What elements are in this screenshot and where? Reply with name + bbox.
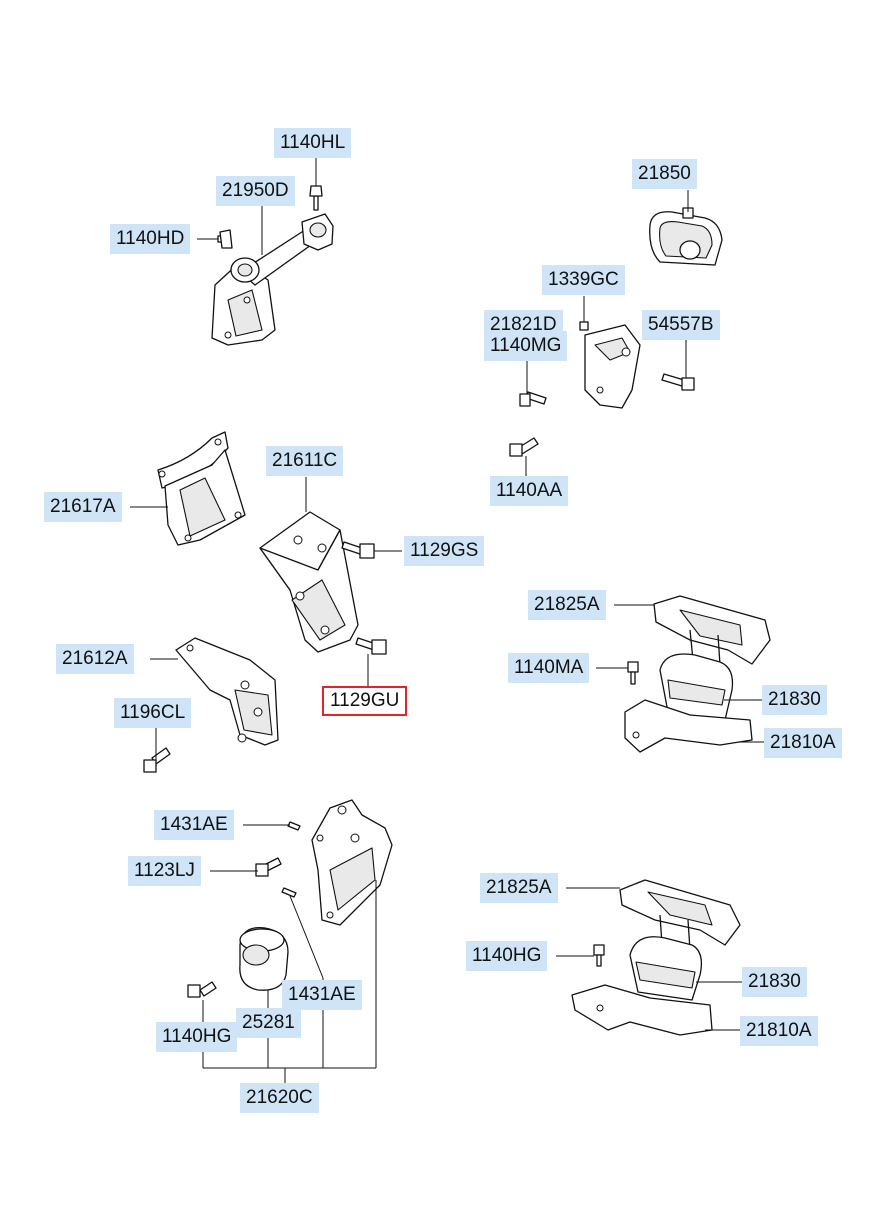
pin-1431AE-upper (287, 821, 301, 831)
bolt-1196CL (143, 747, 171, 773)
torque-rod-assembly (211, 185, 334, 346)
callout-21617A[interactable]: 21617A (44, 492, 122, 522)
pin-1431AE-lower (281, 887, 297, 898)
callout-1140HD[interactable]: 1140HD (110, 224, 191, 254)
callout-1140HG-upper[interactable]: 1140HG (466, 941, 548, 971)
callout-1140MG[interactable]: 1140MG (484, 331, 568, 361)
bushing-25281 (239, 926, 289, 991)
bracket-21821D (579, 321, 641, 409)
callout-21620C[interactable]: 21620C (240, 1083, 319, 1113)
callout-1431AE-upper[interactable]: 1431AE (154, 810, 234, 840)
bolt-1140AA (509, 437, 539, 457)
callout-54557B[interactable]: 54557B (642, 310, 720, 340)
callout-1196CL[interactable]: 1196CL (114, 698, 192, 728)
callout-21850[interactable]: 21850 (632, 159, 697, 189)
bolt-1140MG (519, 391, 547, 407)
callout-1339GC[interactable]: 1339GC (542, 265, 625, 295)
mount-assembly-upper (624, 595, 771, 753)
callout-21810A-upper[interactable]: 21810A (764, 728, 842, 758)
callout-21612A[interactable]: 21612A (56, 644, 134, 674)
callout-1431AE-lower[interactable]: 1431AE (282, 980, 362, 1010)
bolt-1140HG-lower (187, 981, 217, 998)
bolt-1129GU (355, 637, 387, 655)
callout-21810A-lower[interactable]: 21810A (740, 1016, 818, 1046)
callout-21830-lower[interactable]: 21830 (742, 967, 807, 997)
bracket-21612A (175, 637, 279, 746)
callout-21825A-lower[interactable]: 21825A (480, 873, 558, 903)
callout-21950D[interactable]: 21950D (216, 176, 295, 206)
callout-1123LJ[interactable]: 1123LJ (128, 856, 201, 886)
callout-21830-upper[interactable]: 21830 (762, 685, 827, 715)
callout-1140MA[interactable]: 1140MA (508, 653, 590, 683)
callout-21611C[interactable]: 21611C (266, 446, 344, 476)
bracket-21611C (259, 511, 359, 653)
callout-1129GU-selected[interactable]: 1129GU (322, 686, 408, 716)
bolt-1129GS (341, 541, 375, 559)
callout-1140HL[interactable]: 1140HL (274, 128, 352, 158)
mount-21850 (649, 207, 723, 266)
callout-1140AA[interactable]: 1140AA (490, 476, 569, 506)
bolt-1123LJ (255, 857, 282, 877)
callout-21825A-upper[interactable]: 21825A (528, 590, 606, 620)
callout-1129GS[interactable]: 1129GS (404, 536, 485, 566)
bolt-54557B (661, 373, 695, 391)
bracket-21617A (157, 431, 246, 546)
callout-25281[interactable]: 25281 (236, 1008, 301, 1038)
callout-1140HG-lower[interactable]: 1140HG (156, 1022, 238, 1052)
bracket-assembly-21620C (311, 799, 393, 926)
mount-assembly-lower (571, 879, 741, 1036)
leader-1431AE-2 (289, 895, 324, 979)
